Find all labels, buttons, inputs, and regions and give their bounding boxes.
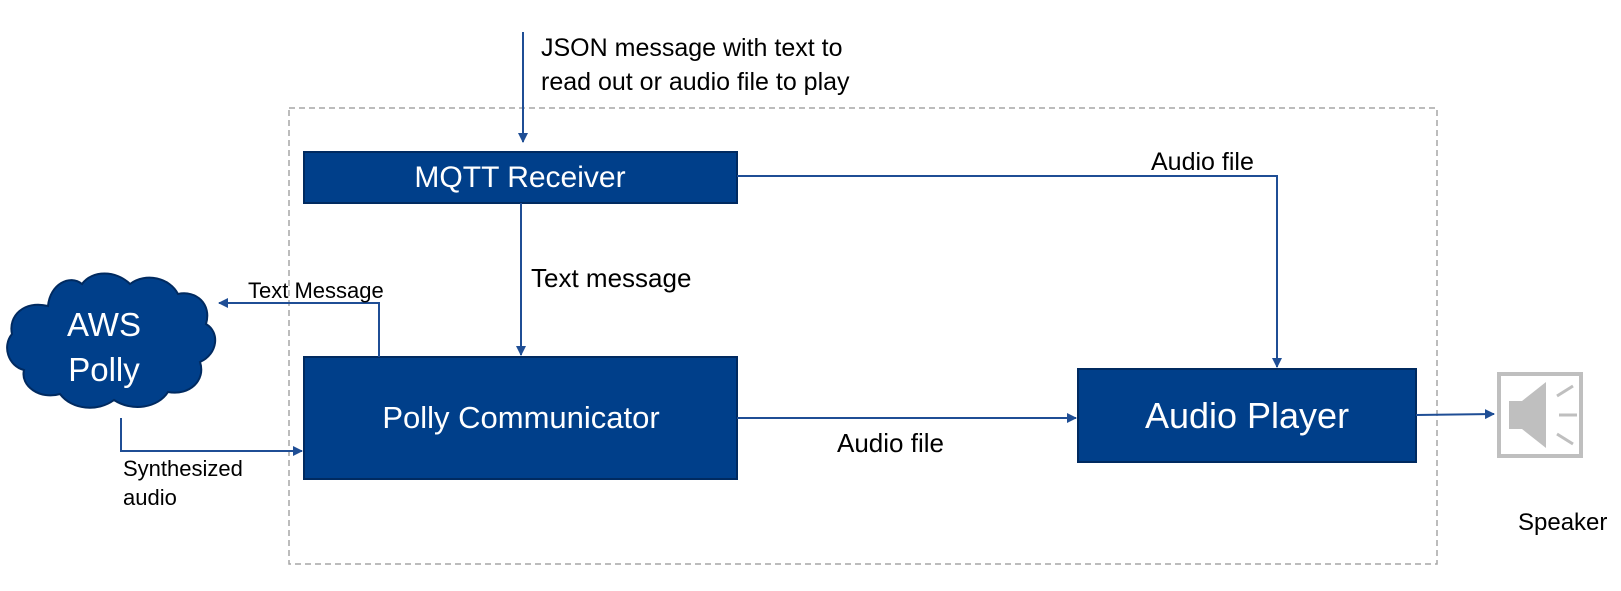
aws-polly-cloud[interactable]: AWS Polly [6, 272, 216, 409]
aws-polly-label-line1: AWS [67, 306, 141, 343]
polly-communicator-label: Polly Communicator [382, 400, 659, 435]
cloud-shape [6, 272, 216, 409]
input-label-line1: JSON message with text to [541, 34, 843, 62]
communicator-to-player-label: Audio file [837, 428, 944, 458]
aws-polly-label-line2: Polly [68, 351, 140, 388]
mqtt-receiver-box[interactable] [303, 151, 738, 204]
synthesized-audio-label-line1: Synthesized [123, 456, 243, 481]
communicator-to-polly-label: Text Message [248, 278, 384, 303]
mqtt-to-communicator-label: Text message [531, 263, 691, 293]
player-to-speaker-arrow [1415, 409, 1495, 420]
system-container [288, 107, 1438, 565]
mqtt-to-player-arrow [737, 175, 1282, 368]
polly-communicator-box[interactable] [303, 356, 738, 480]
communicator-to-polly-arrow [218, 298, 380, 357]
mqtt-to-player-label: Audio file [1151, 148, 1254, 176]
audio-player-label: Audio Player [1145, 395, 1349, 436]
polly-to-communicator-arrow [120, 418, 303, 456]
speaker-icon [1497, 372, 1583, 458]
speaker-label: Speaker [1518, 509, 1607, 536]
mqtt-receiver-label: MQTT Receiver [414, 161, 625, 194]
synthesized-audio-label-line2: audio [123, 485, 177, 510]
input-label-line2: read out or audio file to play [541, 68, 850, 96]
audio-player-box[interactable] [1077, 368, 1417, 463]
